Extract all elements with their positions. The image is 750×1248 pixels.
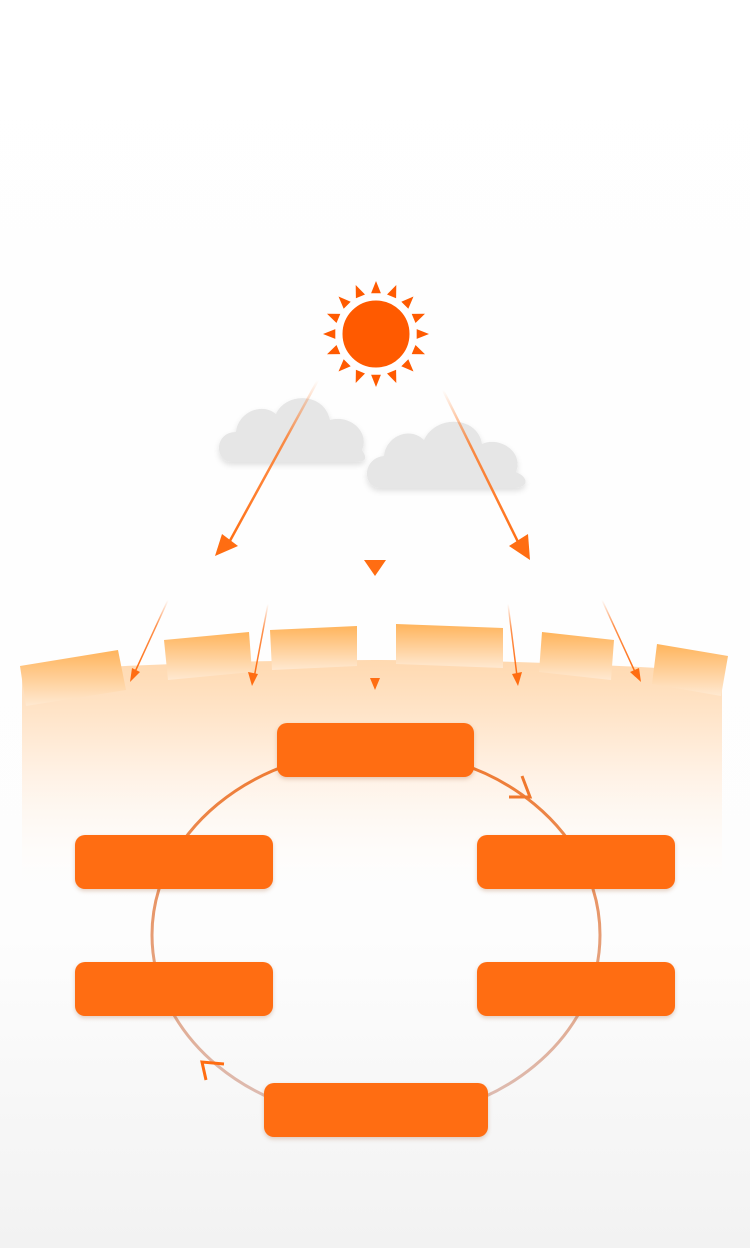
ray-arrowhead [130,668,140,682]
ray-arrowhead [512,672,522,686]
cycle-step-right-lower [477,962,675,1016]
ray-arrowhead [248,672,258,686]
sun-ray [411,345,425,355]
cloud-icon [218,398,366,462]
cycle-step-left-upper [75,835,273,889]
surface-band [20,624,728,706]
surface-segment [20,650,126,706]
sun-ray [327,313,341,323]
ray [441,389,523,549]
cycle-step-top [277,723,474,777]
sun-ray [355,285,365,299]
cycle-step-left-lower [75,962,273,1016]
ray-arrowhead [630,668,641,682]
sun-ray [387,285,397,299]
ray [224,379,320,549]
ray-arrowhead [370,678,380,690]
surface-segment [652,644,728,696]
sun-ray [371,374,381,387]
ray-arrowhead [509,534,530,560]
sun-ray [416,329,429,339]
sun-ray [411,313,425,323]
sun-ray [323,329,336,339]
cycle-step-bottom [264,1083,488,1137]
thin-ray [133,599,169,675]
ray-arrowhead [364,560,386,576]
thin-ray [253,603,269,679]
incoming-rays [215,379,530,576]
ray-arrowhead [215,534,238,556]
surface-segment [164,632,252,680]
sun-ray [401,359,414,372]
sun-ray [401,296,414,309]
sun-ray [355,369,365,383]
sun-icon [323,281,429,387]
thin-ray [507,603,518,677]
sun-ray [338,296,351,309]
sun-ray [327,345,341,355]
sun-ray [371,281,381,294]
clockwise-arrow-icon [509,775,533,799]
cycle-step-right-upper [477,835,675,889]
surface-segment [539,632,614,680]
surface-segment [270,626,357,670]
surface-rays [130,598,641,690]
clockwise-arrow-icon [200,1060,225,1081]
cloud-icon [366,421,526,488]
thin-ray [601,599,637,675]
sun-ray [387,369,397,383]
surface-segment [396,624,503,668]
sun-ray [338,359,351,372]
